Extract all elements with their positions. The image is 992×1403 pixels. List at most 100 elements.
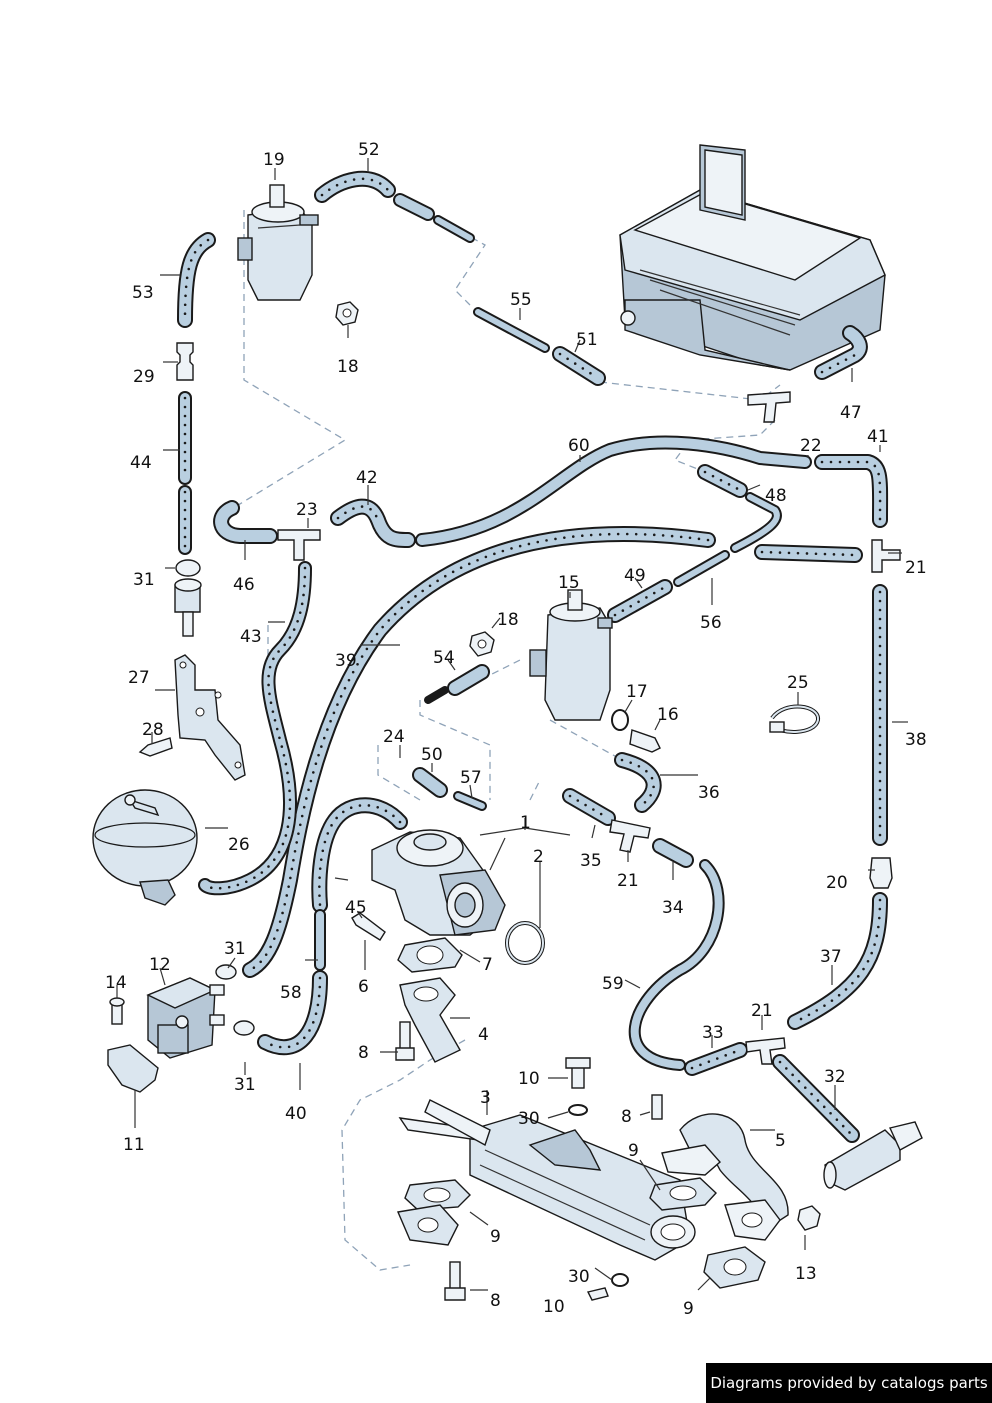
callout-52: 52	[358, 140, 380, 160]
callout-7: 7	[482, 955, 493, 975]
callout-32: 32	[824, 1067, 846, 1087]
gasket-7	[397, 937, 463, 973]
callout-34: 34	[662, 898, 684, 918]
callout-9-mid: 9	[628, 1141, 639, 1161]
gasket-9-left	[397, 1179, 471, 1246]
callout-labels: 19 52 53 18 55 51 29 47 60 22 41 44 42 4…	[105, 140, 927, 1319]
callout-37: 37	[820, 947, 842, 967]
nut-18-mid	[469, 631, 495, 657]
leader-lines	[116, 158, 908, 1291]
callout-21-low: 21	[751, 1001, 773, 1021]
callout-31-mid: 31	[224, 939, 246, 959]
callout-8-left: 8	[358, 1043, 369, 1063]
callout-50: 50	[421, 745, 443, 765]
gasket-9-right	[703, 1246, 766, 1289]
callout-13: 13	[795, 1264, 817, 1284]
solenoid-valve-12	[146, 977, 225, 1059]
callout-46: 46	[233, 575, 255, 595]
filter-31-top	[174, 559, 202, 637]
callout-10-top: 10	[518, 1069, 540, 1089]
nut-18-top	[335, 301, 359, 326]
egr-cooler-3	[398, 1099, 696, 1261]
seal-ring-2	[505, 921, 545, 965]
bracket-11	[107, 1044, 159, 1093]
callout-4: 4	[478, 1025, 489, 1045]
callout-56: 56	[700, 613, 722, 633]
washer-17	[611, 709, 629, 731]
callout-22: 22	[800, 436, 822, 456]
callout-1: 1	[520, 813, 531, 833]
callout-10-low: 10	[543, 1297, 565, 1317]
callout-6: 6	[358, 977, 369, 997]
callout-57: 57	[460, 768, 482, 788]
callout-17: 17	[626, 682, 648, 702]
callout-24: 24	[383, 727, 405, 747]
callout-30-top: 30	[518, 1109, 540, 1129]
callout-45: 45	[345, 898, 367, 918]
callout-36: 36	[698, 783, 720, 803]
callout-9-left: 9	[490, 1227, 501, 1247]
pressure-converter-valve-19	[237, 184, 319, 301]
pressure-converter-valve-15	[529, 589, 613, 721]
nut-13	[797, 1205, 821, 1231]
callout-25: 25	[787, 673, 809, 693]
hose-set	[177, 170, 889, 1143]
callout-53: 53	[132, 283, 154, 303]
callout-15: 15	[558, 573, 580, 593]
callout-60: 60	[568, 436, 590, 456]
callout-8-low: 8	[490, 1291, 501, 1311]
callout-26: 26	[228, 835, 250, 855]
bolt-14	[109, 997, 125, 1025]
callout-58: 58	[280, 983, 302, 1003]
callout-2: 2	[533, 847, 544, 867]
callout-21-mid: 21	[617, 871, 639, 891]
callout-54: 54	[433, 648, 455, 668]
callout-49: 49	[624, 566, 646, 586]
hose-clip-25	[769, 704, 820, 734]
callout-14: 14	[105, 973, 127, 993]
callout-23: 23	[296, 500, 318, 520]
callout-12: 12	[149, 955, 171, 975]
clamps-31	[215, 964, 255, 1036]
pipe-connector-32	[823, 1121, 923, 1191]
callout-21-right: 21	[905, 558, 927, 578]
callout-18-mid: 18	[497, 610, 519, 630]
callout-29: 29	[133, 367, 155, 387]
callout-39: 39	[335, 651, 357, 671]
air-filter-housing	[619, 144, 886, 371]
callout-35: 35	[580, 851, 602, 871]
callout-27: 27	[128, 668, 150, 688]
callout-8-mid: 8	[621, 1107, 632, 1127]
callout-55: 55	[510, 290, 532, 310]
callout-40: 40	[285, 1104, 307, 1124]
vacuum-routing-guides	[229, 210, 781, 1271]
callout-41: 41	[867, 427, 889, 447]
vacuum-reservoir-26	[92, 789, 198, 906]
callout-18: 18	[337, 357, 359, 377]
screw-28	[138, 737, 173, 757]
egr-valve-1	[371, 829, 506, 936]
bolt-16	[629, 729, 661, 753]
callout-43: 43	[240, 627, 262, 647]
callout-42: 42	[356, 468, 378, 488]
callout-20: 20	[826, 873, 848, 893]
pipe-5	[661, 1113, 789, 1241]
callout-59: 59	[602, 974, 624, 994]
callout-51: 51	[576, 330, 598, 350]
callout-48: 48	[765, 486, 787, 506]
callout-5: 5	[775, 1131, 786, 1151]
callout-31-low: 31	[234, 1075, 256, 1095]
callout-28: 28	[142, 720, 164, 740]
callout-30-low: 30	[568, 1267, 590, 1287]
callout-31-top: 31	[133, 570, 155, 590]
callout-11: 11	[123, 1135, 145, 1155]
callout-16: 16	[657, 705, 679, 725]
bracket-27	[174, 654, 246, 781]
attribution-text: Diagrams provided by catalogs parts	[710, 1374, 988, 1392]
gasket-9-mid	[649, 1177, 717, 1211]
callout-38: 38	[905, 730, 927, 750]
callout-33: 33	[702, 1023, 724, 1043]
callout-3: 3	[480, 1088, 491, 1108]
attribution-footer: Diagrams provided by catalogs parts	[706, 1363, 992, 1403]
